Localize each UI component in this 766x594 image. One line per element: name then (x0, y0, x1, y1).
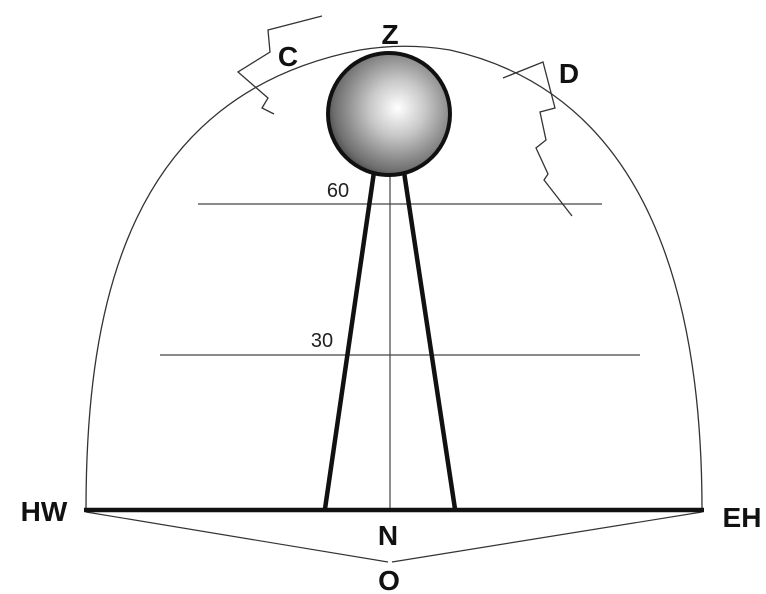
label-observer: O (378, 565, 400, 594)
label-zenith: Z (381, 19, 398, 50)
label-north: N (378, 520, 398, 551)
tower-right-leg (404, 172, 455, 509)
label-altitude-30: 30 (311, 330, 333, 352)
label-altitude-60: 60 (327, 180, 349, 202)
sightline-west (86, 512, 388, 562)
sightline-east (392, 512, 702, 562)
label-west: HW (21, 496, 68, 527)
celestial-sphere (328, 53, 450, 175)
label-east: EH (723, 502, 762, 533)
label-d: D (559, 58, 579, 89)
label-c: C (278, 41, 298, 72)
